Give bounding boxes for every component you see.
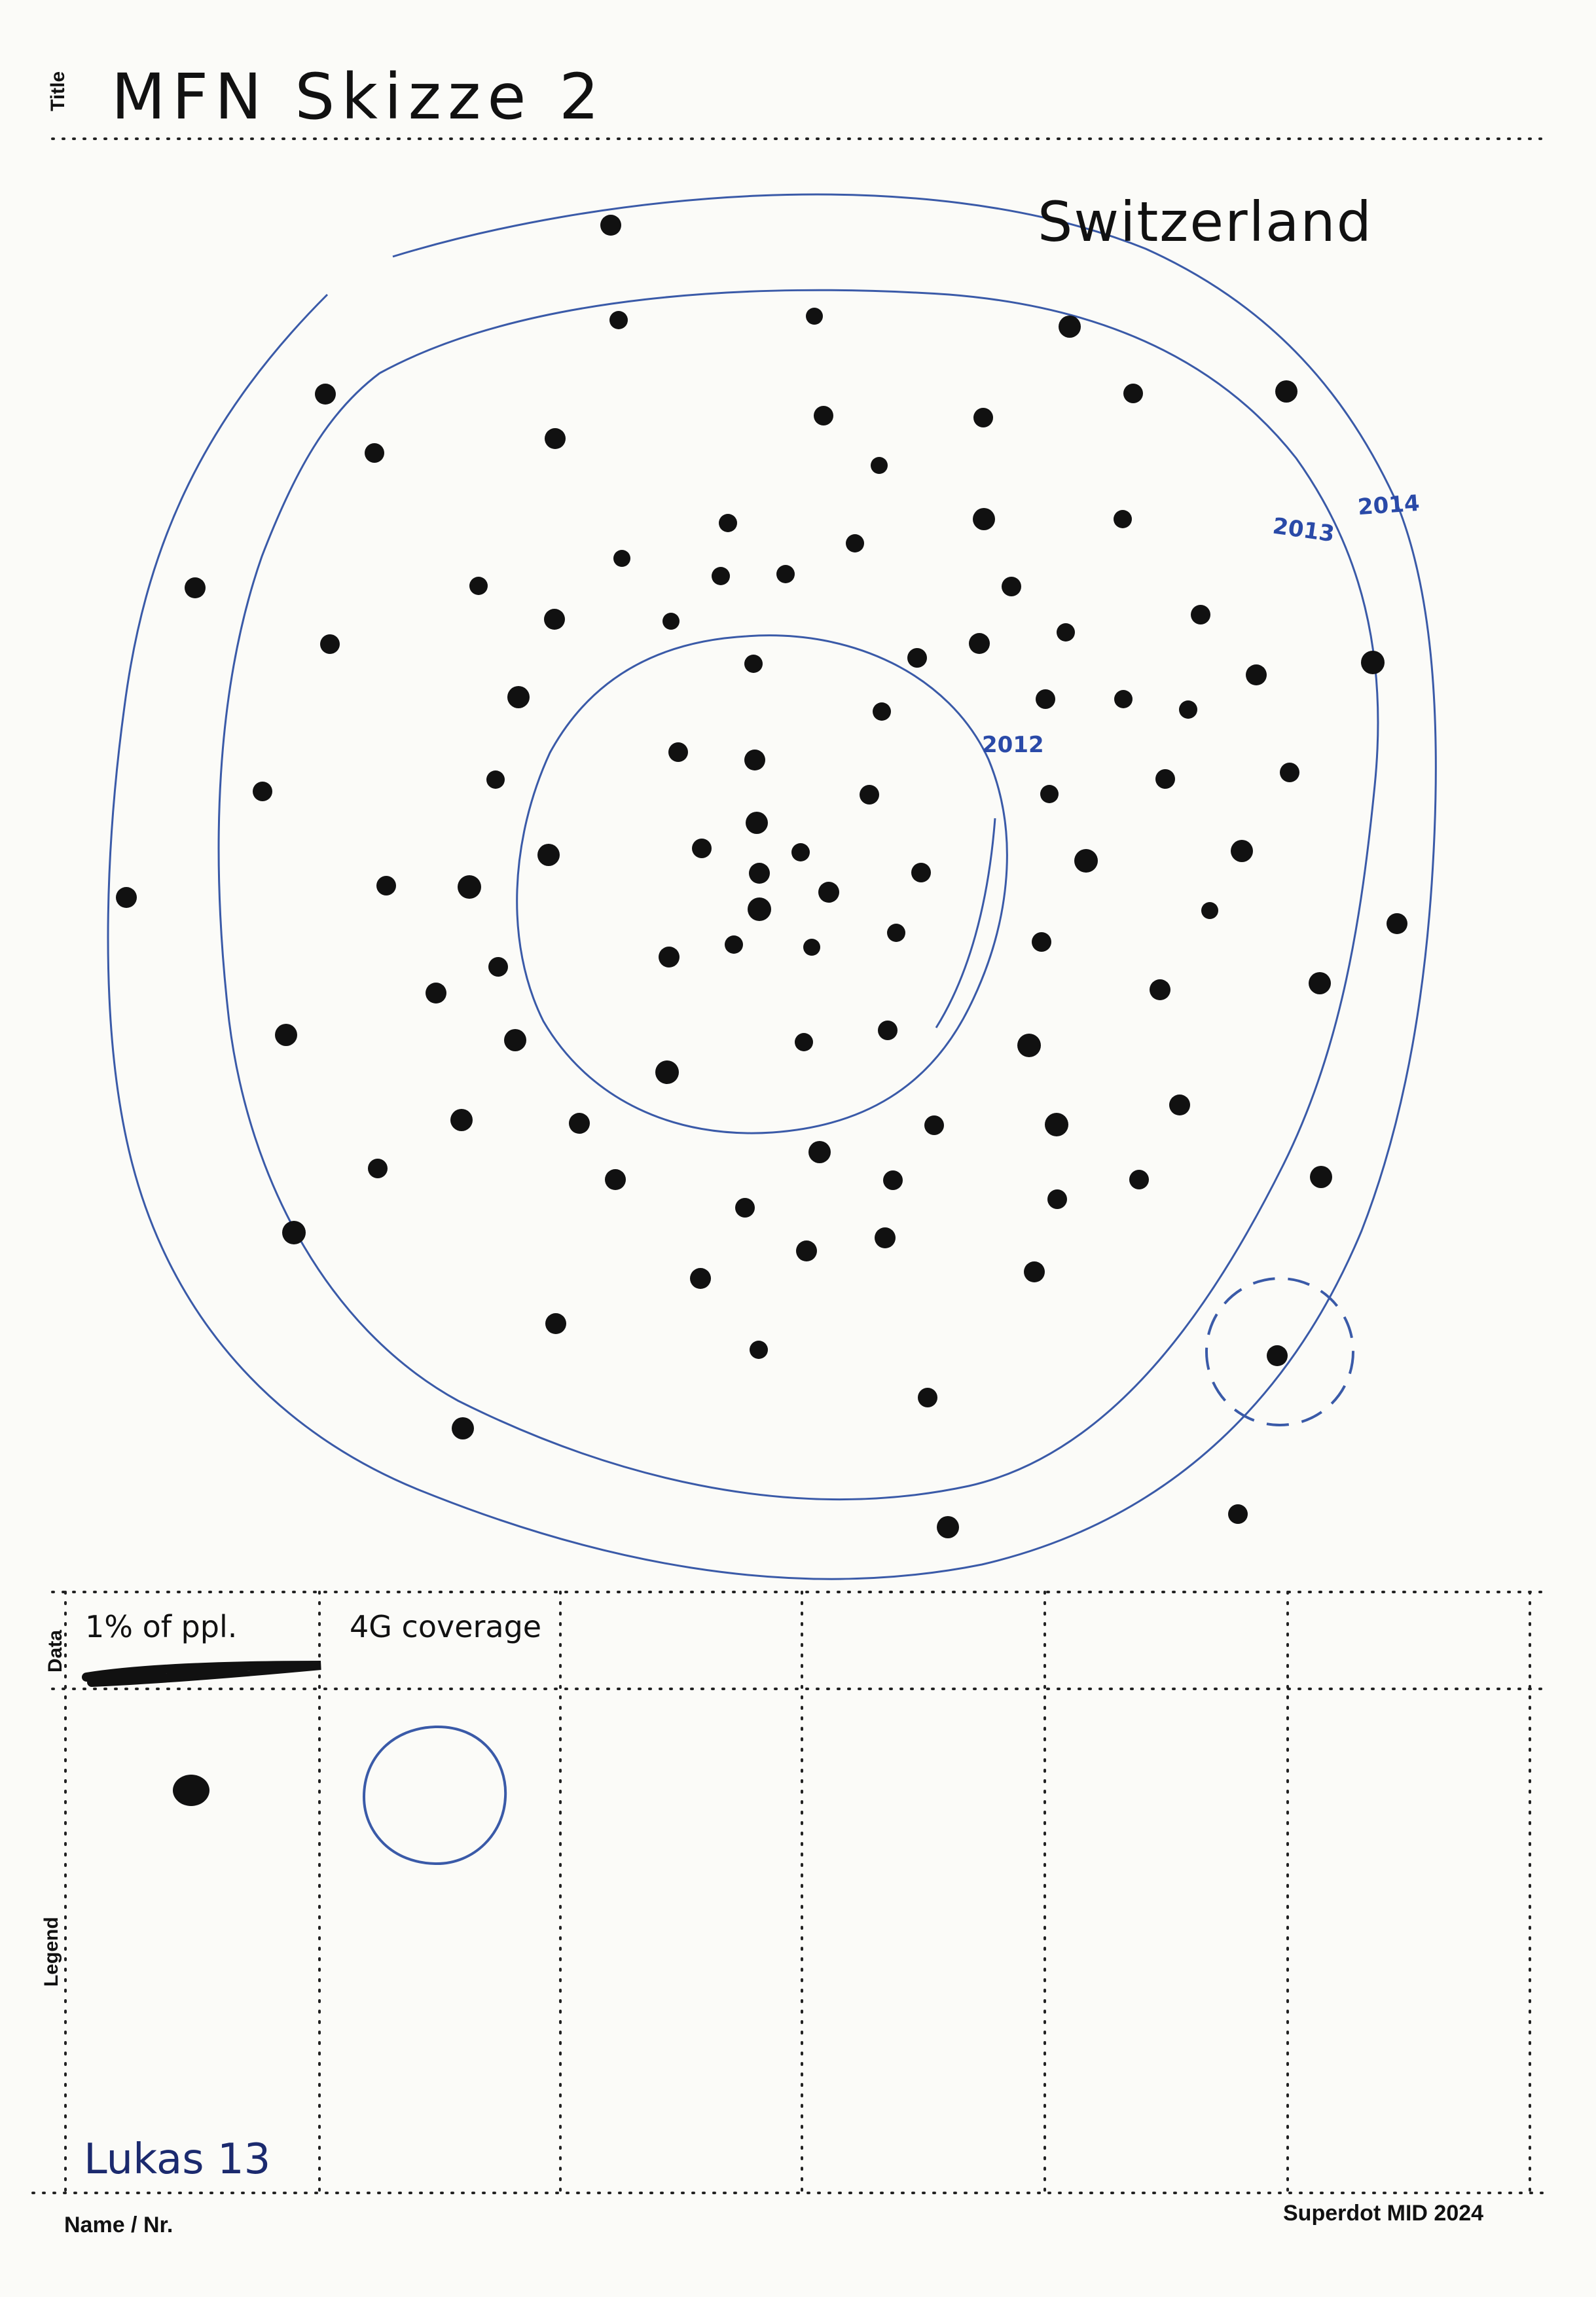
author-name: Lukas 13 — [84, 2135, 271, 2184]
country-label: Switzerland — [1038, 190, 1373, 254]
coverage-boundary-2012 — [516, 634, 1008, 1134]
data-cell-2: 4G coverage — [350, 1609, 542, 1644]
scribble-strike — [82, 1661, 321, 1687]
legend-circle-symbol — [362, 1725, 507, 1866]
year-label-2012: 2012 — [982, 732, 1044, 758]
brand-label: Superdot MID 2024 — [1283, 2201, 1484, 2226]
coverage-boundary-2014 — [107, 193, 1437, 1580]
name-number-label: Name / Nr. — [64, 2213, 173, 2237]
coverage-boundary-2013 — [217, 289, 1379, 1501]
table-grid — [31, 1591, 1546, 2194]
highlight-circle — [1205, 1277, 1354, 1426]
sketch-title: MFN Skizze 2 — [111, 60, 606, 134]
data-cell-1: 1% of ppl. — [85, 1609, 238, 1644]
year-label-2014: 2014 — [1356, 490, 1421, 521]
population-dots — [116, 215, 1407, 1538]
legend-dot-symbol — [173, 1775, 209, 1806]
